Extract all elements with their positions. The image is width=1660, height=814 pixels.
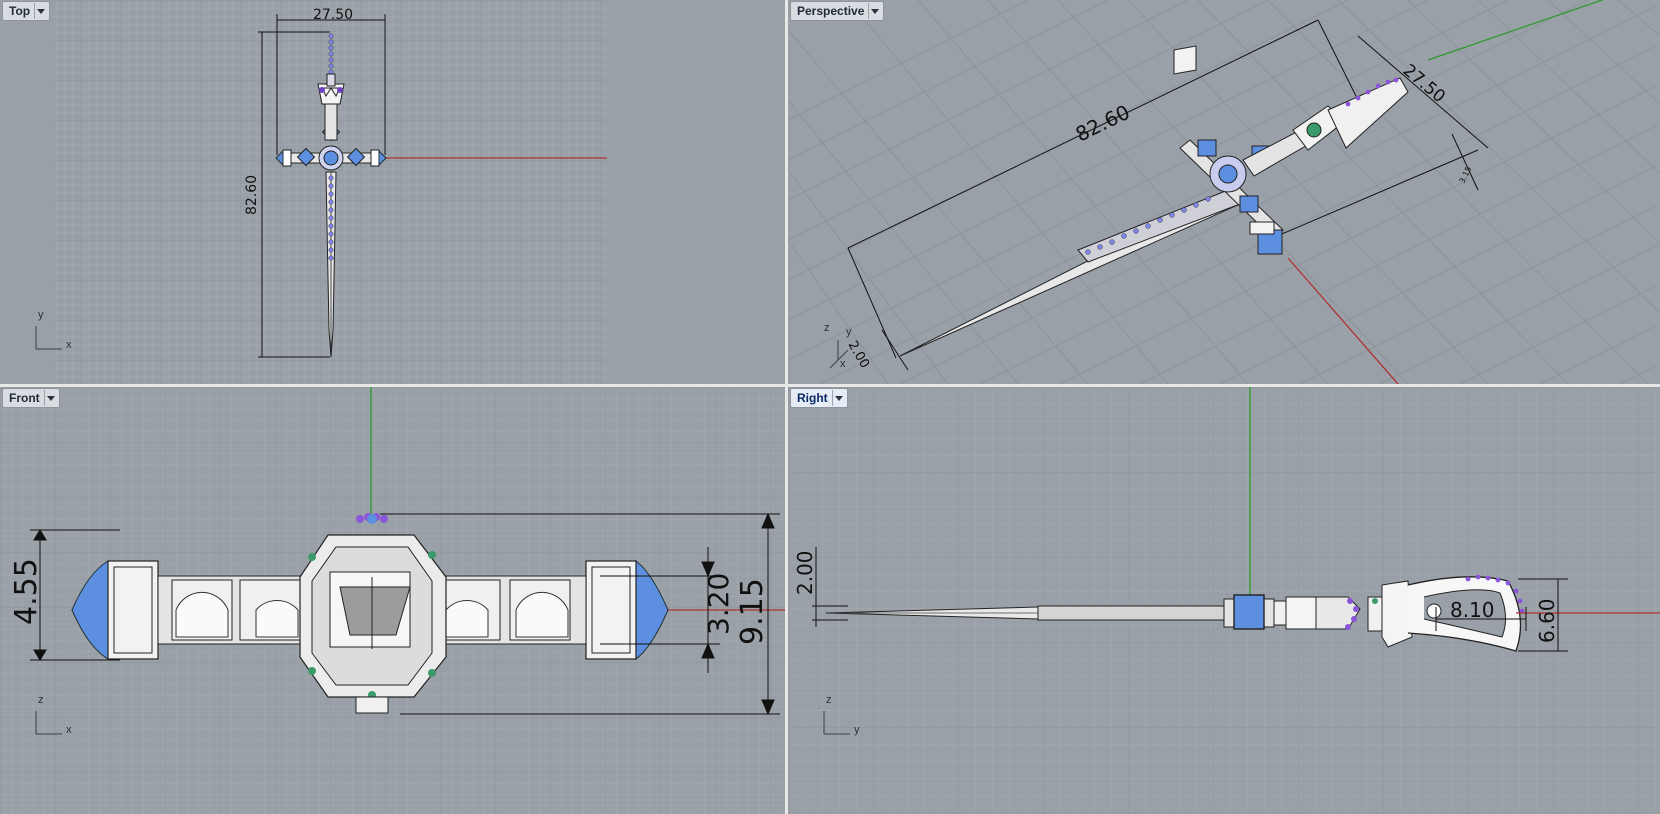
top-dim-height: 82.60 [244,175,260,215]
dimension-lines [847,19,1489,371]
axis-label-y: y [38,309,44,321]
dimension-lines [30,512,780,716]
chevron-down-icon[interactable] [868,3,881,19]
y-axis-line [1427,0,1604,61]
dimension-lines [258,14,386,358]
viewport-title-right[interactable]: Right [790,388,848,408]
viewport-top[interactable]: 27.50 82.60 y x Top [0,0,785,384]
viewport-front-label: Front [9,391,40,405]
viewport-title-top[interactable]: Top [2,1,51,21]
viewport-right-label: Right [797,391,828,405]
viewport-title-perspective[interactable]: Perspective [790,1,885,21]
axis-triad-icon [35,711,62,735]
sword-perspective-model [899,45,1409,357]
sword-top-model [275,33,387,358]
axis-label-z: z [826,694,832,706]
chevron-down-icon[interactable] [831,390,845,406]
right-dim-loop-width: 8.10 [1450,598,1495,622]
axis-triad-icon [35,326,62,350]
dimension-lines [812,547,1568,652]
viewport-top-label: Top [9,4,31,18]
axis-label-y: y [854,724,860,736]
viewport-front[interactable]: 4.55 3.20 9.15 z x Front [0,387,785,814]
right-canvas[interactable]: 2.00 8.10 6.60 [788,387,1660,814]
perspective-canvas[interactable]: 82.60 27.50 2.00 3.15 [788,0,1660,384]
axis-label-x: x [840,358,846,370]
right-dim-blade: 2.00 [793,550,817,595]
front-dim-left: 4.55 [9,558,44,625]
viewport-perspective-label: Perspective [797,4,865,18]
viewport-perspective[interactable]: 82.60 27.50 2.00 3.15 z y x Perspective [788,0,1660,384]
chevron-down-icon[interactable] [43,390,57,406]
axis-label-z: z [38,694,44,706]
x-axis-line [1287,257,1399,384]
front-dim-outer: 9.15 [735,578,770,645]
axis-label-y: y [846,326,852,338]
axis-label-x: x [66,724,72,736]
top-canvas[interactable]: 27.50 82.60 [0,0,785,384]
axis-label-x: x [66,339,72,351]
front-dim-inner: 3.20 [702,573,735,635]
viewport-title-front[interactable]: Front [2,388,60,408]
crossguard-front-model [71,513,669,714]
axis-triad-icon [829,340,849,369]
top-dim-width: 27.50 [313,7,353,23]
viewport-right[interactable]: 2.00 8.10 6.60 z y Right [788,387,1660,814]
front-canvas[interactable]: 4.55 3.20 9.15 [0,387,785,814]
sword-side-model [825,574,1525,652]
chevron-down-icon[interactable] [34,3,47,19]
right-dim-loop-height: 6.60 [1535,598,1559,643]
axis-triad-icon [823,711,850,735]
axis-label-z: z [824,322,830,334]
